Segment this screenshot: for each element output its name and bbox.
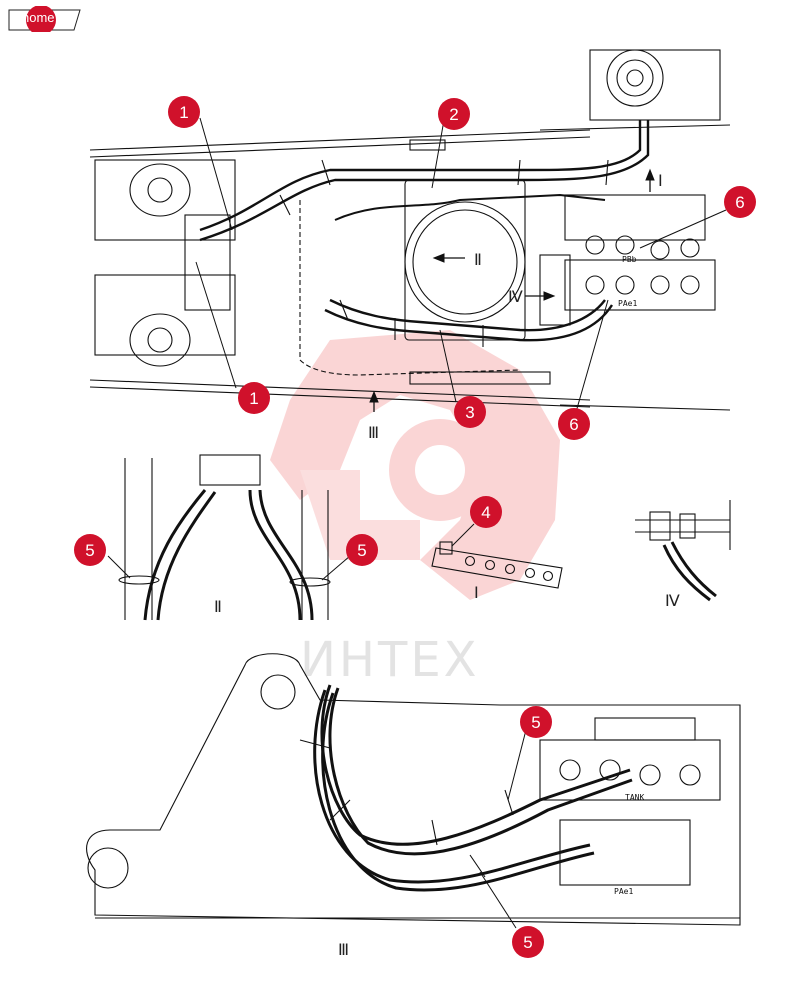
detail-iv (635, 500, 731, 602)
detail-i (431, 541, 563, 589)
svg-text:5: 5 (523, 933, 532, 952)
detail-label-i: Ⅰ (474, 585, 479, 602)
watermark-text: ИНТЕХ (300, 632, 480, 688)
svg-text:1: 1 (249, 389, 258, 408)
callout-5-lower-bottom: 5 (512, 926, 544, 958)
svg-text:6: 6 (569, 415, 578, 434)
home-button-label: home (22, 10, 55, 25)
callout-6-bottom: 6 (558, 408, 590, 440)
valve-label-pbb: PBb (622, 255, 637, 264)
callout-2: 2 (438, 98, 470, 130)
detail-label-iv: Ⅳ (665, 593, 680, 610)
detail-label-iii: Ⅲ (338, 942, 349, 959)
view-label-ii-arrow: Ⅱ (474, 252, 482, 269)
detail-iii (86, 653, 741, 926)
callout-5-mid: 5 (346, 534, 378, 566)
svg-text:3: 3 (465, 403, 474, 422)
callout-1-top: 1 (168, 96, 200, 128)
callout-5-lower-upper: 5 (520, 706, 552, 738)
svg-text:1: 1 (179, 103, 188, 122)
svg-text:4: 4 (481, 503, 490, 522)
svg-text:5: 5 (531, 713, 540, 732)
view-label-iv-arrow: Ⅳ (508, 289, 523, 306)
svg-text:5: 5 (357, 541, 366, 560)
callout-6-top: 6 (724, 186, 756, 218)
callout-5-left: 5 (74, 534, 106, 566)
svg-text:2: 2 (449, 105, 458, 124)
valve-label-pae-bottom: PAe1 (614, 887, 633, 896)
callout-4: 4 (470, 496, 502, 528)
callout-3: 3 (454, 396, 486, 428)
detail-label-ii: Ⅱ (214, 599, 222, 616)
view-label-iii-arrow: Ⅲ (368, 425, 379, 442)
home-button[interactable]: home (8, 6, 82, 32)
callout-1-bottom: 1 (238, 382, 270, 414)
svg-text:6: 6 (735, 193, 744, 212)
svg-text:5: 5 (85, 541, 94, 560)
top-view (89, 49, 731, 411)
valve-label-pae: PAe1 (618, 299, 637, 308)
callout-leaders (107, 117, 727, 929)
valve-label-tank: TANK (625, 793, 644, 802)
view-label-i-arrow: Ⅰ (658, 173, 663, 190)
view-arrows (369, 168, 655, 412)
home-button-frame (8, 6, 81, 32)
detail-ii (118, 454, 331, 621)
